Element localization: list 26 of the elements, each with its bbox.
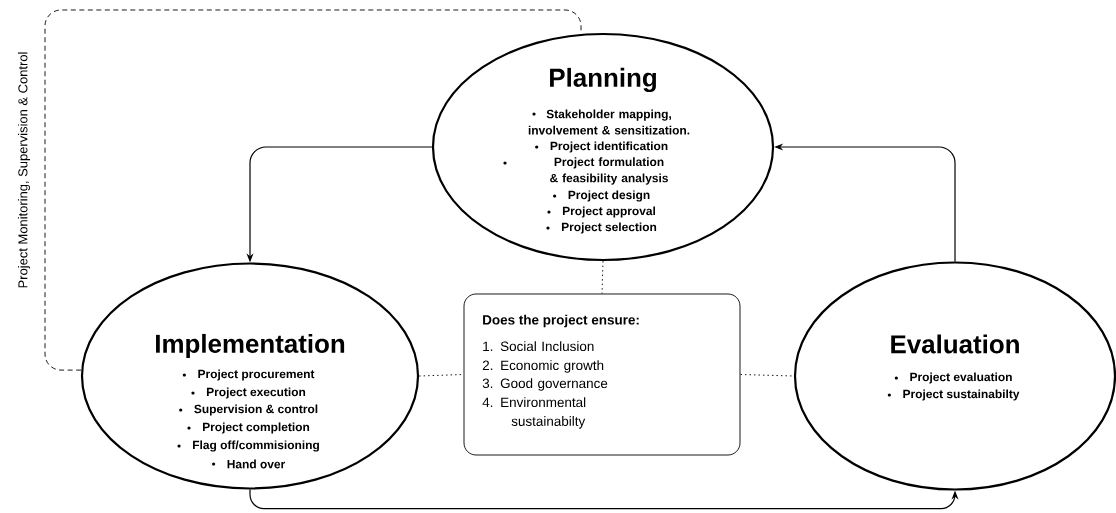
bullet-item: Project sustainabilty	[887, 389, 1020, 401]
box-heading: Does the project ensure:	[483, 314, 639, 328]
bullet-item: Project formulation & feasibility analysis	[503, 157, 668, 185]
dotted-connector	[601, 260, 604, 294]
edge-label: Project Monitoring, Supervision & Control	[16, 50, 32, 290]
bullet-item: Project execution	[191, 387, 306, 399]
bullet-item: Project design	[553, 190, 650, 202]
phase-title: Planning	[550, 67, 656, 93]
bullet-item: Project completion	[187, 422, 310, 434]
list-item: 2. Economic growth	[482, 360, 604, 373]
bullet-item: Project approval	[547, 206, 655, 218]
phase-title: Implementation	[156, 333, 345, 359]
dotted-connector	[418, 374, 464, 377]
bullet-item: Project evaluation	[894, 372, 1012, 384]
phase-title: Evaluation	[891, 334, 1019, 354]
bullet-item: Project procurement	[182, 369, 315, 381]
bullet-item: Project identification	[535, 141, 668, 153]
bullet-item: Project selection	[546, 222, 657, 234]
bullet-item: Flag off/commisioning	[177, 440, 319, 452]
list-item: 1. Social Inclusion	[483, 341, 594, 352]
list-item: 4. Environmental sustainabilty	[482, 397, 586, 429]
bullet-item: Stakeholder mapping, involvement & sensitization.	[528, 109, 690, 135]
bullet-item: Supervision & control	[179, 404, 318, 416]
dashed-loop-line	[44, 9, 582, 371]
list-item: 3. Good governance	[482, 378, 608, 391]
bullet-item: Hand over	[211, 459, 286, 469]
